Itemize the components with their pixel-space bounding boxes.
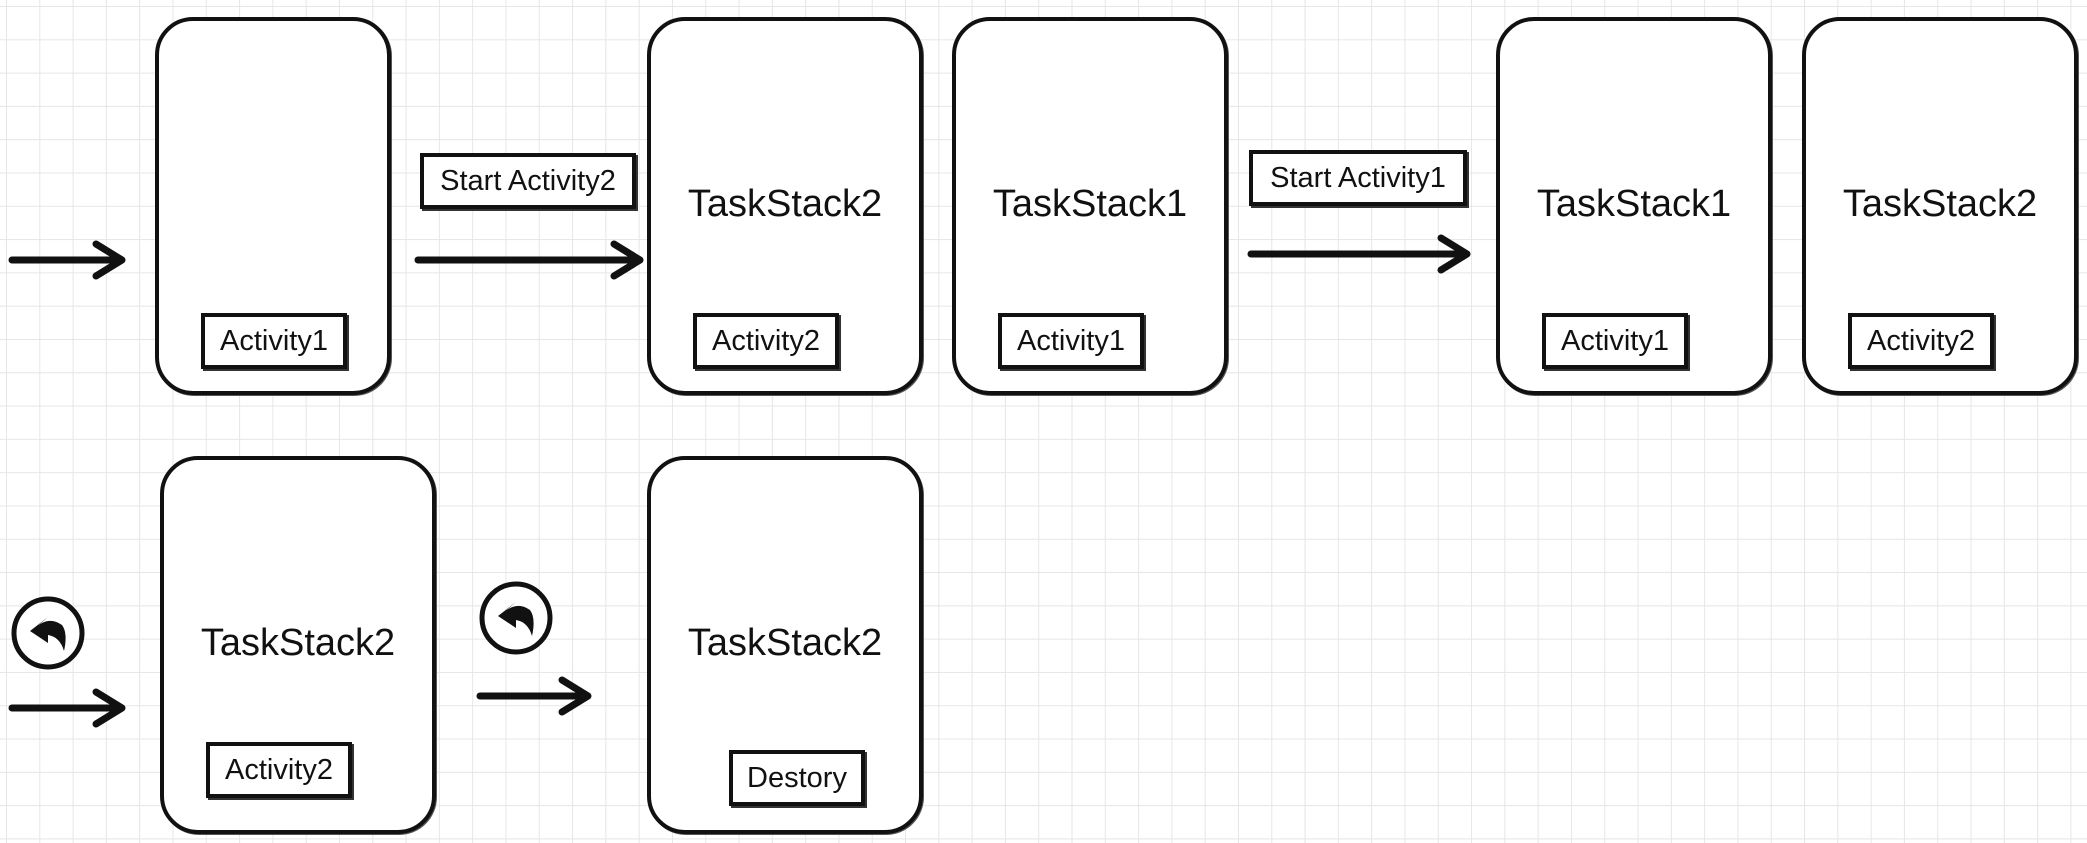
- stack-title: TaskStack2: [1842, 183, 2038, 225]
- activity-chip: Activity2: [1848, 313, 1994, 369]
- arrow-right-icon: [8, 688, 126, 728]
- task-stack: TaskStack2 Activity2: [1802, 17, 2078, 395]
- task-stack: Activity1: [155, 17, 391, 395]
- back-arrow-icon: [479, 581, 553, 655]
- destroy-chip: Destory: [729, 750, 865, 806]
- arrow-right-icon: [8, 240, 126, 280]
- task-stack: TaskStack1 Activity1: [1496, 17, 1772, 395]
- task-stack: TaskStack2 Activity2: [647, 17, 923, 395]
- activity-chip: Activity2: [206, 742, 352, 798]
- start-activity2-label: Start Activity2: [420, 153, 636, 209]
- activity-chip: Activity2: [693, 313, 839, 369]
- start-activity1-label: Start Activity1: [1249, 150, 1467, 206]
- arrow-right-icon: [476, 676, 592, 716]
- back-arrow-icon: [11, 596, 85, 670]
- stack-title: TaskStack2: [687, 183, 883, 225]
- activity-chip: Activity1: [1542, 313, 1688, 369]
- arrow-right-icon: [1247, 234, 1471, 274]
- arrow-right-icon: [414, 240, 644, 280]
- task-stack: TaskStack1 Activity1: [952, 17, 1228, 395]
- stack-title: TaskStack2: [687, 622, 883, 664]
- stack-title: TaskStack1: [1536, 183, 1732, 225]
- task-stack: TaskStack2 Activity2: [160, 456, 436, 834]
- stack-title: TaskStack1: [992, 183, 1188, 225]
- task-stack: TaskStack2 Destory: [647, 456, 923, 834]
- activity-chip: Activity1: [998, 313, 1144, 369]
- activity-chip: Activity1: [201, 313, 347, 369]
- stack-title: TaskStack2: [200, 622, 396, 664]
